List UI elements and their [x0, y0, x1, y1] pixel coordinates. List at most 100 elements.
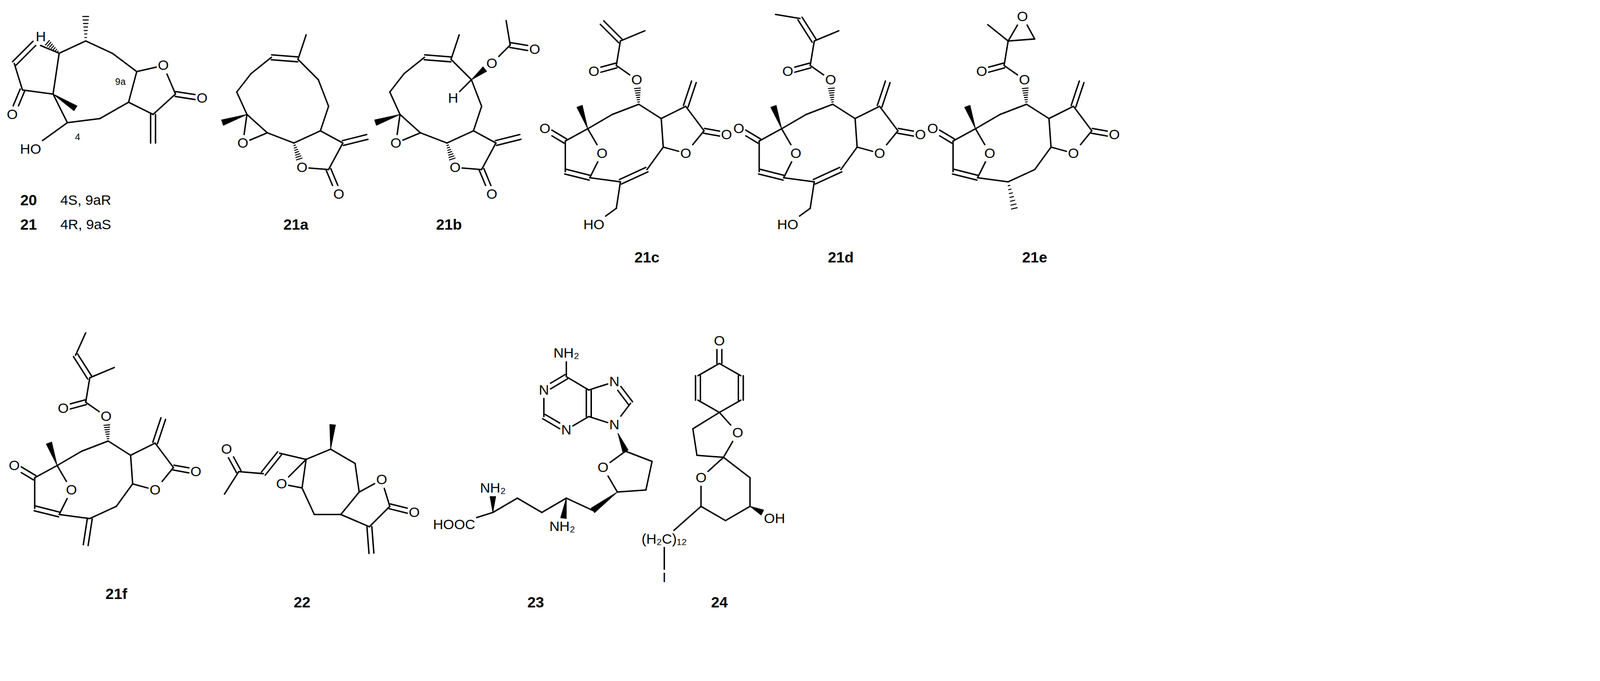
bond-line — [342, 134, 367, 141]
bond-line — [49, 44, 53, 48]
bond-line — [759, 128, 782, 142]
bond-line — [1003, 40, 1009, 66]
bond-line — [716, 349, 718, 364]
bond-line — [810, 40, 815, 66]
atom-label: O — [596, 146, 608, 161]
bond-line — [1025, 101, 1028, 103]
bond-line — [52, 47, 55, 51]
bond-line — [1026, 104, 1049, 119]
bond-line — [692, 130, 704, 145]
bond-line — [719, 412, 731, 426]
bond-line — [975, 114, 1000, 129]
bond-line — [798, 19, 813, 43]
bond-line — [988, 67, 1005, 73]
bond-line — [318, 79, 329, 107]
bond-line — [810, 65, 824, 75]
bond-line — [136, 67, 157, 72]
bond-line — [18, 90, 25, 106]
bond-line — [1008, 189, 1011, 190]
bond-line — [759, 169, 785, 176]
bond-line — [105, 433, 110, 435]
atom-label: O — [874, 146, 885, 161]
bond-line — [1003, 65, 1018, 75]
bond-line — [617, 390, 629, 405]
bond-line — [389, 73, 404, 92]
bond-line — [988, 63, 1004, 68]
bond-line — [369, 506, 390, 527]
atom-label: O — [695, 470, 707, 485]
bond-line — [175, 91, 195, 95]
bond-line — [646, 147, 664, 170]
compound-number: 22 — [293, 594, 311, 610]
bond-line — [673, 506, 702, 531]
bond-line — [35, 506, 60, 513]
bond-line — [329, 424, 336, 450]
bond-line — [108, 441, 131, 456]
bond-line — [799, 208, 811, 217]
bond-line — [54, 49, 57, 52]
atom-label: O — [588, 64, 600, 79]
atom-label: N — [561, 422, 572, 437]
bond-line — [221, 114, 247, 126]
bond-line — [46, 441, 58, 466]
bond-line — [542, 418, 560, 429]
bond-line — [389, 91, 401, 115]
bond-line — [1008, 24, 1018, 41]
bond-line — [73, 356, 88, 380]
compound-number: 24 — [710, 594, 728, 610]
atom-label: N — [609, 417, 620, 432]
bond-line — [855, 106, 880, 119]
bond-line — [725, 506, 750, 521]
bond-line — [634, 88, 641, 89]
bond-line — [396, 114, 400, 135]
bond-line — [450, 34, 459, 60]
bond-line — [496, 139, 521, 146]
atom-label: O — [376, 472, 388, 487]
bond-line — [509, 47, 528, 51]
bond-line — [495, 134, 520, 141]
bond-line — [600, 24, 619, 43]
bond-line — [830, 97, 834, 99]
bond-line — [149, 114, 152, 143]
bond-line — [104, 426, 110, 428]
bond-line — [1080, 130, 1092, 145]
atom-label: NH₂ — [549, 519, 576, 534]
bond-line — [476, 512, 493, 518]
bond-line — [510, 42, 528, 46]
bond-line — [105, 431, 110, 433]
bond-line — [366, 526, 369, 554]
bond-line — [85, 40, 113, 53]
bond-line — [749, 477, 751, 507]
bond-line — [306, 448, 331, 460]
compound-number: 23 — [527, 594, 545, 610]
bond-line — [620, 30, 645, 42]
bond-line — [620, 386, 633, 403]
bond-line — [590, 389, 592, 417]
bond-line — [742, 375, 744, 401]
bond-line — [420, 132, 448, 143]
bond-line — [564, 173, 590, 180]
bond-line — [749, 506, 764, 516]
bond-line — [424, 54, 452, 57]
bond-line — [154, 114, 157, 143]
bond-line — [1034, 147, 1052, 170]
bond-line — [107, 438, 110, 440]
bond-line — [857, 147, 873, 152]
bond-line — [1051, 147, 1067, 152]
bond-line — [1024, 97, 1028, 99]
bond-line — [462, 168, 482, 170]
bond-line — [175, 96, 195, 100]
atom-label: O — [631, 72, 643, 87]
bond-line — [840, 147, 858, 170]
bond-line — [620, 403, 631, 416]
bond-line — [692, 428, 697, 456]
bond-line — [293, 144, 296, 146]
bond-line — [708, 457, 724, 472]
atom-label: O — [157, 58, 169, 73]
atom-label: O — [276, 476, 287, 491]
bond-line — [14, 63, 23, 90]
bond-line — [987, 24, 1009, 42]
bond-line — [590, 492, 618, 513]
bond-line — [737, 375, 740, 401]
bond-line — [403, 57, 425, 74]
